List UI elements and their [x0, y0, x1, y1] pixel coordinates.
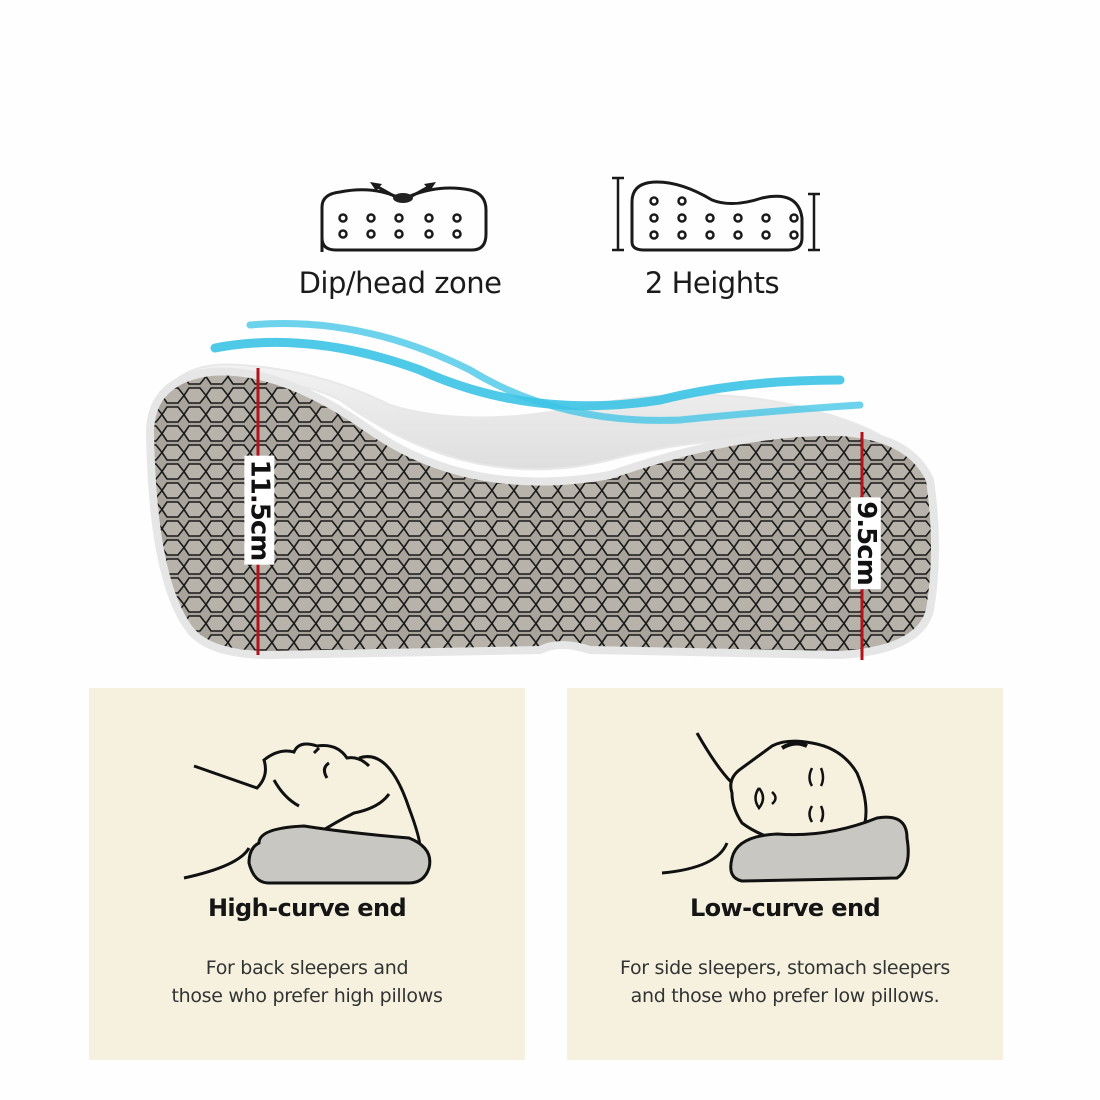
card-high-curve-end: High-curve end For back sleepers and tho…	[89, 688, 525, 1060]
feature-two-heights: 2 Heights	[592, 172, 832, 300]
card-description: For back sleepers and those who prefer h…	[89, 954, 525, 1010]
feature-dip-head-zone: Dip/head zone	[280, 172, 520, 300]
feature-label: 2 Heights	[644, 266, 780, 300]
card-title: High-curve end	[207, 894, 407, 922]
desc-line: those who prefer high pillows	[171, 985, 443, 1007]
dimension-high-end: 11.5cm	[244, 455, 275, 565]
card-low-curve-end: Low-curve end For side sleepers, stomach…	[567, 688, 1003, 1060]
desc-line: and those who prefer low pillows.	[630, 985, 940, 1007]
back-sleeper-icon	[183, 742, 432, 885]
feature-label: Dip/head zone	[298, 266, 502, 300]
desc-line: For side sleepers, stomach sleepers	[620, 957, 950, 979]
desc-line: For back sleepers and	[205, 957, 409, 979]
pillow-dip-icon	[320, 182, 488, 252]
card-title: Low-curve end	[689, 894, 881, 922]
dimension-low-end: 9.5cm	[850, 497, 881, 589]
side-sleeper-icon	[661, 732, 910, 883]
card-description: For side sleepers, stomach sleepers and …	[567, 954, 1003, 1010]
pillow-heights-icon	[612, 176, 820, 252]
contour-pillow-honeycomb-icon	[145, 320, 939, 660]
